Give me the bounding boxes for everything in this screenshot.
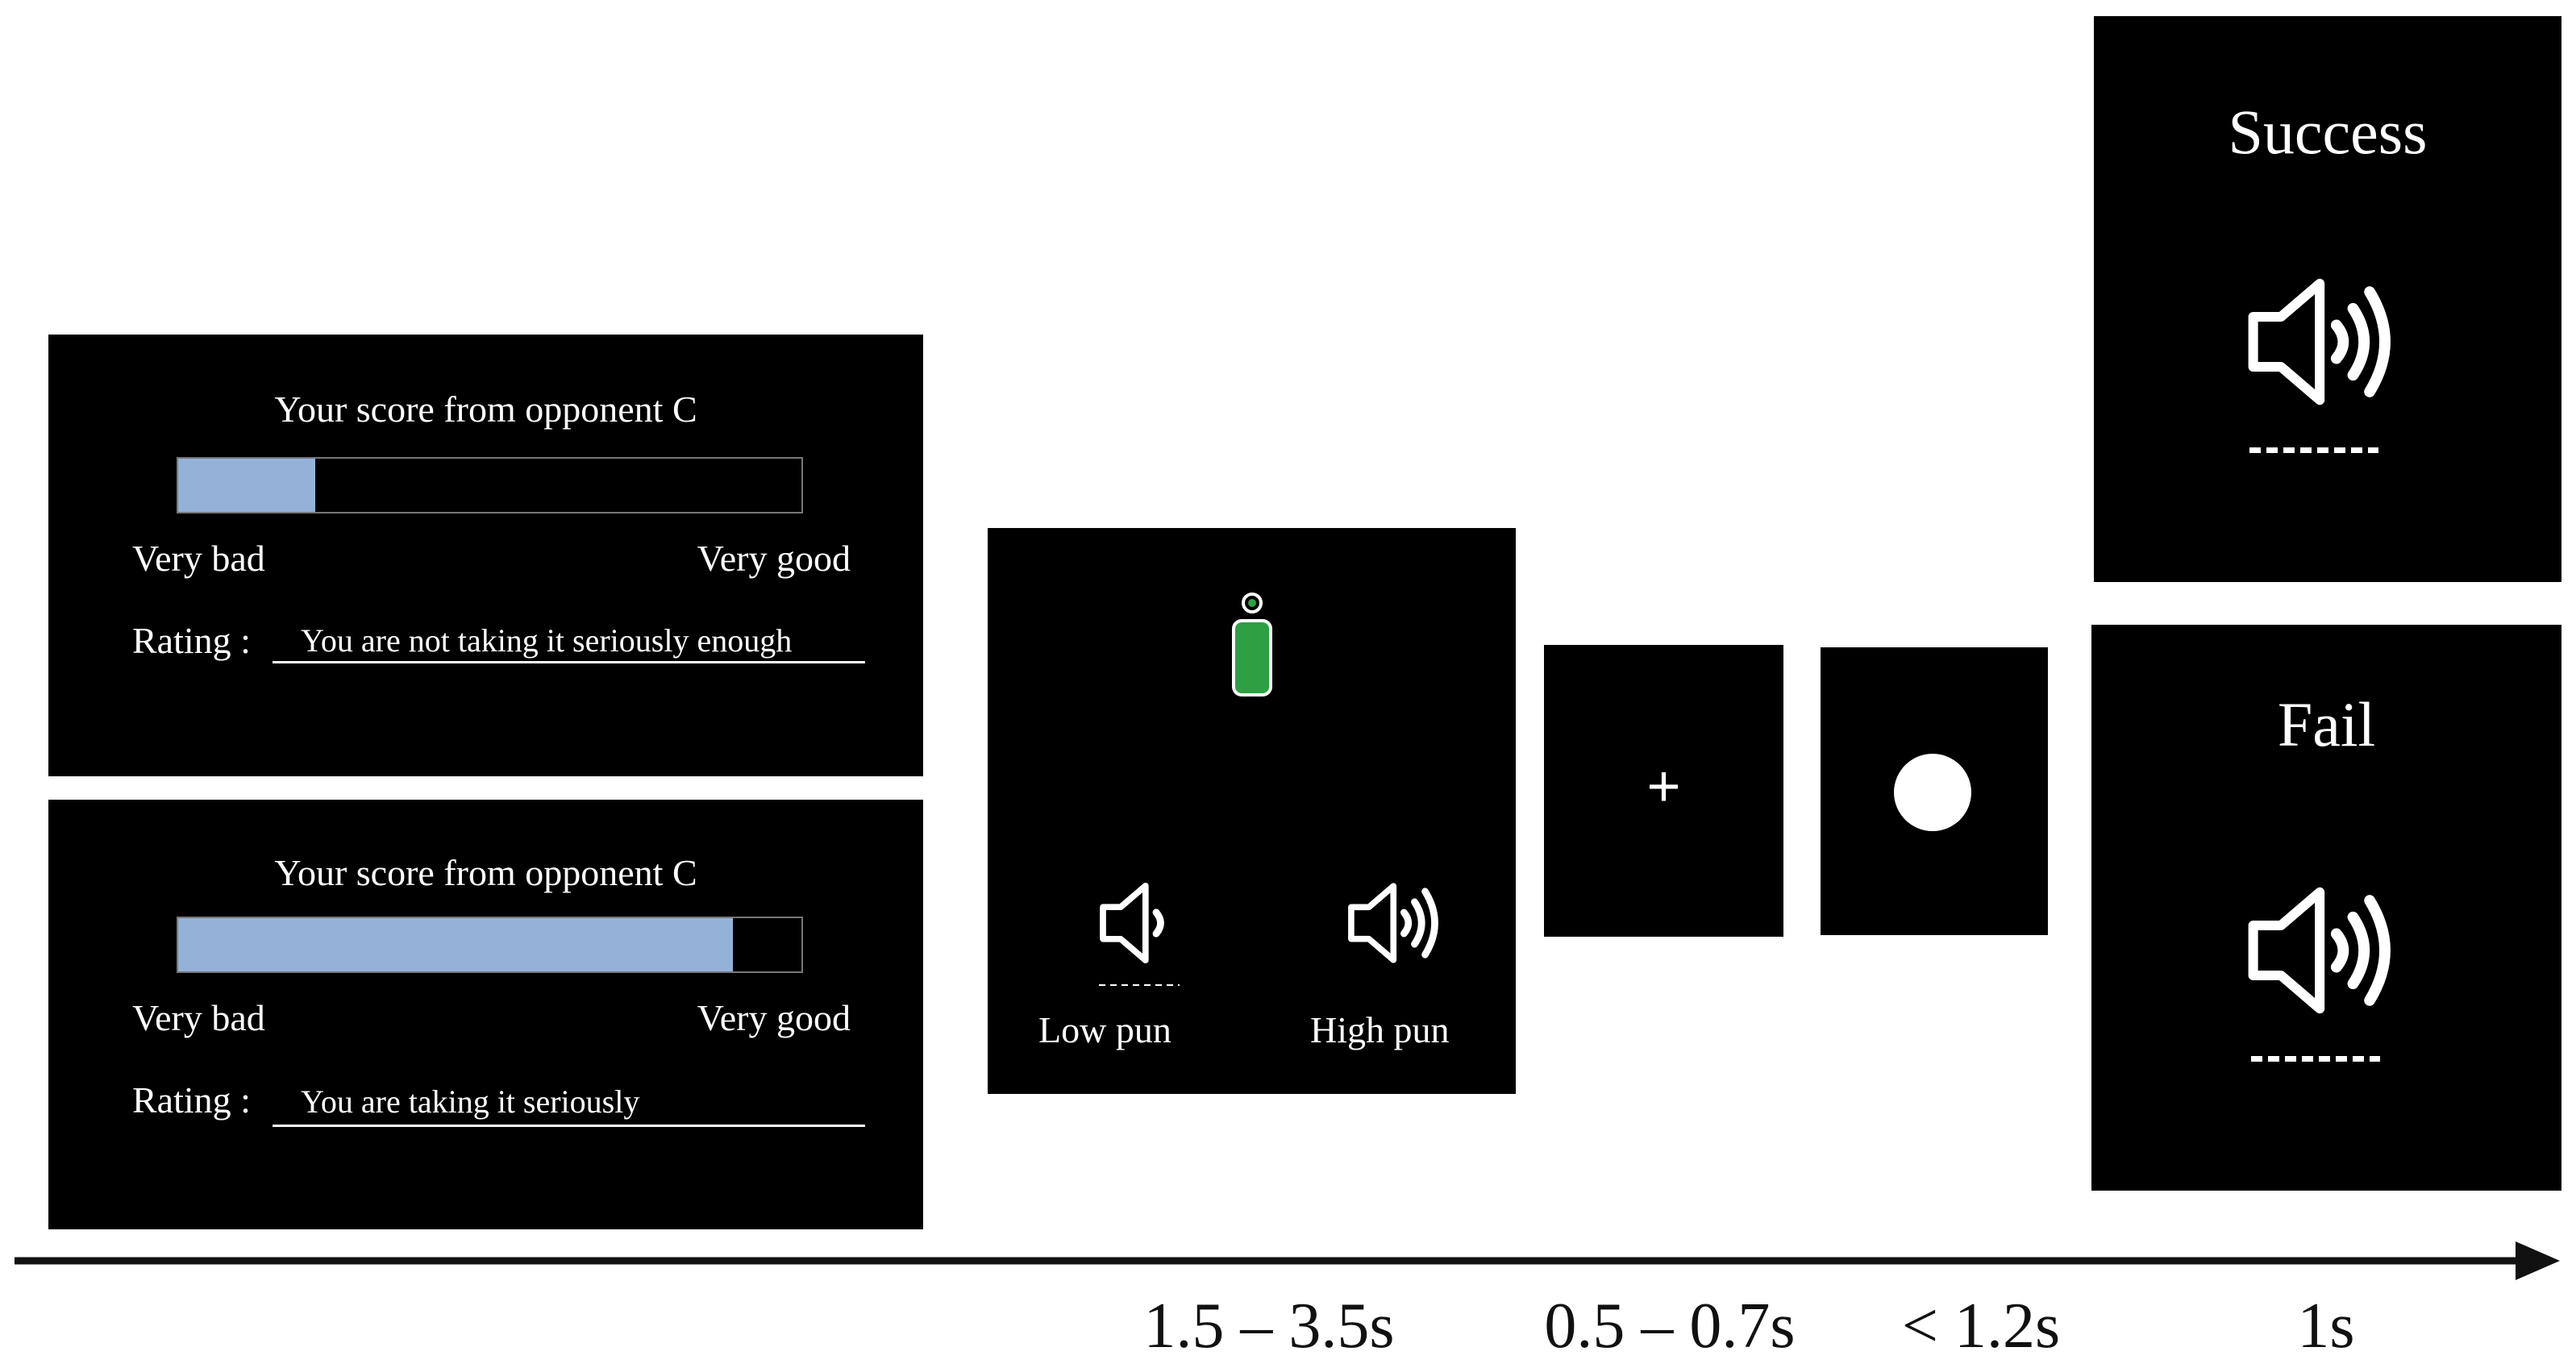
feedback-screen-1: Your score from opponent C Very bad Very… (48, 335, 923, 776)
duration-label-outcome: 1s (2297, 1291, 2355, 1362)
success-screen: Success (2094, 16, 2561, 582)
fixation-cross: + (1646, 755, 1681, 819)
very-bad-label: Very bad (132, 538, 265, 579)
very-good-label: Very good (697, 538, 851, 579)
rating-label: Rating : (132, 620, 251, 661)
very-good-label: Very good (697, 997, 851, 1038)
duration-label-target: < 1.2s (1901, 1291, 2061, 1362)
duration-label-choice: 1.5 – 3.5s (1143, 1291, 1395, 1362)
score-bar-fill (178, 918, 733, 971)
score-bar-fill (178, 459, 316, 512)
speaker-high-icon (2248, 278, 2391, 405)
choice-screen: Low pun High pun (988, 528, 1516, 1094)
sound-dashes (2251, 1056, 2380, 1062)
feedback-title: Your score from opponent C (274, 852, 697, 893)
rating-text: You are not taking it seriously enough (301, 622, 793, 659)
low-pun-label: Low pun (1038, 1009, 1171, 1050)
very-bad-label: Very bad (132, 997, 265, 1038)
fixation-screen: + (1544, 645, 1783, 937)
target-circle (1894, 754, 1971, 831)
rating-underline (273, 661, 865, 663)
speaker-low-icon (1100, 882, 1164, 964)
feedback-screen-2: Your score from opponent C Very bad Very… (48, 800, 923, 1229)
target-screen (1821, 647, 2048, 935)
score-bar (177, 457, 803, 514)
high-pun-label: High pun (1310, 1009, 1450, 1050)
sound-dashes (2249, 447, 2378, 453)
rating-underline (273, 1125, 865, 1127)
fail-screen: Fail (2091, 625, 2561, 1191)
rating-text: You are taking it seriously (301, 1083, 640, 1120)
fail-label: Fail (2277, 689, 2376, 759)
selection-dashes (1099, 984, 1180, 986)
person-icon (1232, 593, 1272, 696)
feedback-title: Your score from opponent C (274, 389, 697, 430)
score-bar (177, 917, 803, 973)
timeline-arrow (15, 1241, 2560, 1280)
speaker-high-icon (1348, 883, 1438, 963)
rating-label: Rating : (132, 1079, 251, 1121)
success-label: Success (2228, 97, 2428, 167)
speaker-high-icon (2248, 887, 2391, 1014)
duration-label-fixation: 0.5 – 0.7s (1544, 1291, 1796, 1362)
